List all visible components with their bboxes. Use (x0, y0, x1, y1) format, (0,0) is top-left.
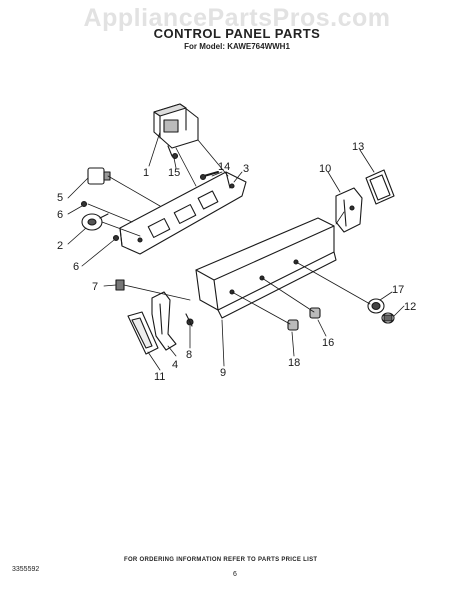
callout-13: 13 (352, 141, 364, 153)
callout-4: 4 (172, 359, 178, 371)
callout-2: 2 (57, 240, 63, 252)
part-knob-insert-12 (381, 312, 395, 324)
callout-8: 8 (186, 349, 192, 361)
callout-6a: 6 (57, 209, 63, 221)
callout-6b: 6 (73, 261, 79, 273)
part-screw-8 (185, 313, 194, 327)
callout-15: 15 (168, 167, 180, 179)
callout-18: 18 (288, 357, 300, 369)
ordering-note: FOR ORDERING INFORMATION REFER TO PARTS … (124, 557, 318, 563)
callout-16: 16 (322, 337, 334, 349)
model-subtitle: For Model: KAWE764WWH1 (184, 42, 290, 51)
part-control-panel-9 (195, 217, 337, 319)
part-clip-7 (115, 279, 125, 291)
page-title: CONTROL PANEL PARTS (153, 26, 321, 41)
part-button-16 (309, 307, 321, 319)
callout-14: 14 (218, 161, 230, 173)
part-screw-6b (112, 234, 120, 242)
callout-17: 17 (392, 284, 404, 296)
site-watermark: AppliancePartsPros.com (83, 4, 391, 32)
document-number: 3355592 (12, 566, 40, 573)
part-end-bracket-10 (335, 187, 363, 233)
part-control-bracket (119, 171, 247, 255)
part-switch-5 (87, 167, 111, 185)
callout-11: 11 (154, 371, 165, 383)
callout-leader-lines (67, 131, 405, 371)
callout-10: 10 (319, 163, 331, 175)
part-knob-17 (367, 298, 385, 314)
page-number: 6 (233, 571, 237, 578)
part-button-18 (287, 319, 299, 331)
callout-labels: 1 15 14 3 10 13 5 6 2 6 7 17 12 16 18 9 … (57, 141, 416, 383)
part-screw-6a (80, 200, 88, 208)
part-end-trim-13 (365, 169, 395, 205)
callout-5: 5 (57, 192, 63, 204)
part-end-cap-11 (127, 311, 159, 355)
part-timer-switch (153, 103, 199, 160)
callout-7: 7 (92, 281, 98, 293)
callout-1: 1 (143, 167, 149, 179)
callout-9: 9 (220, 367, 226, 379)
callout-3: 3 (243, 163, 249, 175)
assembly-guide-lines (87, 139, 371, 325)
callout-12: 12 (404, 301, 416, 313)
part-screw-14 (199, 171, 219, 181)
part-switch-2 (81, 213, 109, 231)
